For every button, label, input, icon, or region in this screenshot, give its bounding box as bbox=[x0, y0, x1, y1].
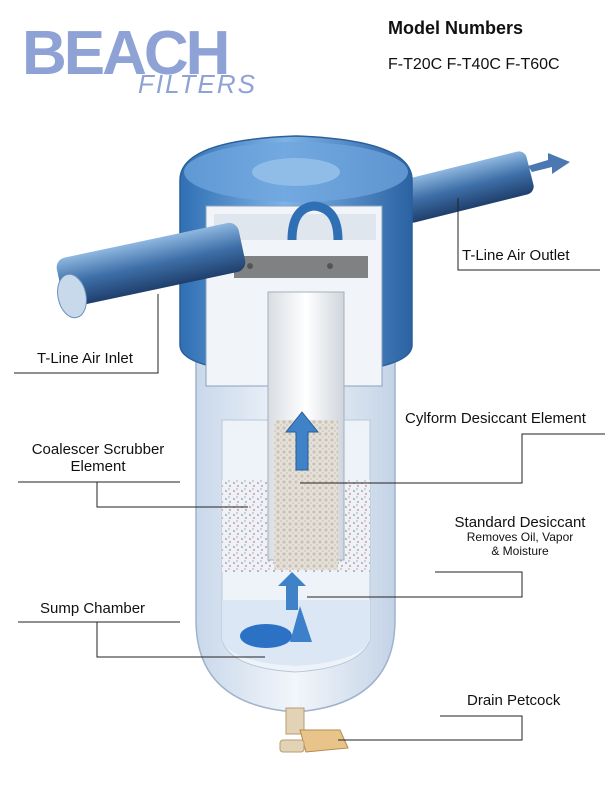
model-numbers-title: Model Numbers bbox=[388, 18, 524, 38]
coalescer-callout-line bbox=[96, 482, 248, 508]
outlet-callout-line bbox=[457, 198, 600, 271]
cylform-element bbox=[267, 201, 345, 610]
model-numbers-list: F-T20C F-T40C F-T60C bbox=[388, 56, 560, 73]
label-drain: Drain Petcock bbox=[467, 692, 561, 709]
label-standard-sub2: & Moisture bbox=[491, 544, 549, 559]
logo-sub-text: FILTERS bbox=[138, 69, 257, 99]
drain-callout-line bbox=[338, 715, 523, 741]
label-standard-title: Standard Desiccant bbox=[454, 514, 586, 531]
standard-callout-line bbox=[307, 571, 523, 598]
label-outlet: T-Line Air Outlet bbox=[462, 247, 570, 264]
outlet-pipe bbox=[398, 151, 570, 223]
inlet-pipe bbox=[56, 222, 246, 319]
label-sump: Sump Chamber bbox=[40, 600, 146, 617]
inlet-callout-line bbox=[14, 294, 159, 374]
cylform-callout-line bbox=[300, 433, 605, 484]
label-standard-sub1: Removes Oil, Vapor bbox=[466, 530, 574, 545]
label-coalescer: Coalescer Scrubber Element bbox=[20, 441, 176, 476]
label-cylform: Cylform Desiccant Element bbox=[405, 410, 586, 427]
label-standard: Standard Desiccant Removes Oil, Vapor & … bbox=[440, 514, 600, 559]
sump-callout-line bbox=[96, 622, 265, 658]
logo-main-text: BEACH bbox=[22, 19, 227, 88]
label-coalescer-line2: Element bbox=[70, 458, 126, 476]
label-coalescer-line1: Coalescer Scrubber bbox=[31, 441, 165, 458]
label-inlet: T-Line Air Inlet bbox=[37, 350, 133, 367]
drain-petcock bbox=[279, 707, 349, 753]
callout-lines bbox=[14, 198, 605, 741]
